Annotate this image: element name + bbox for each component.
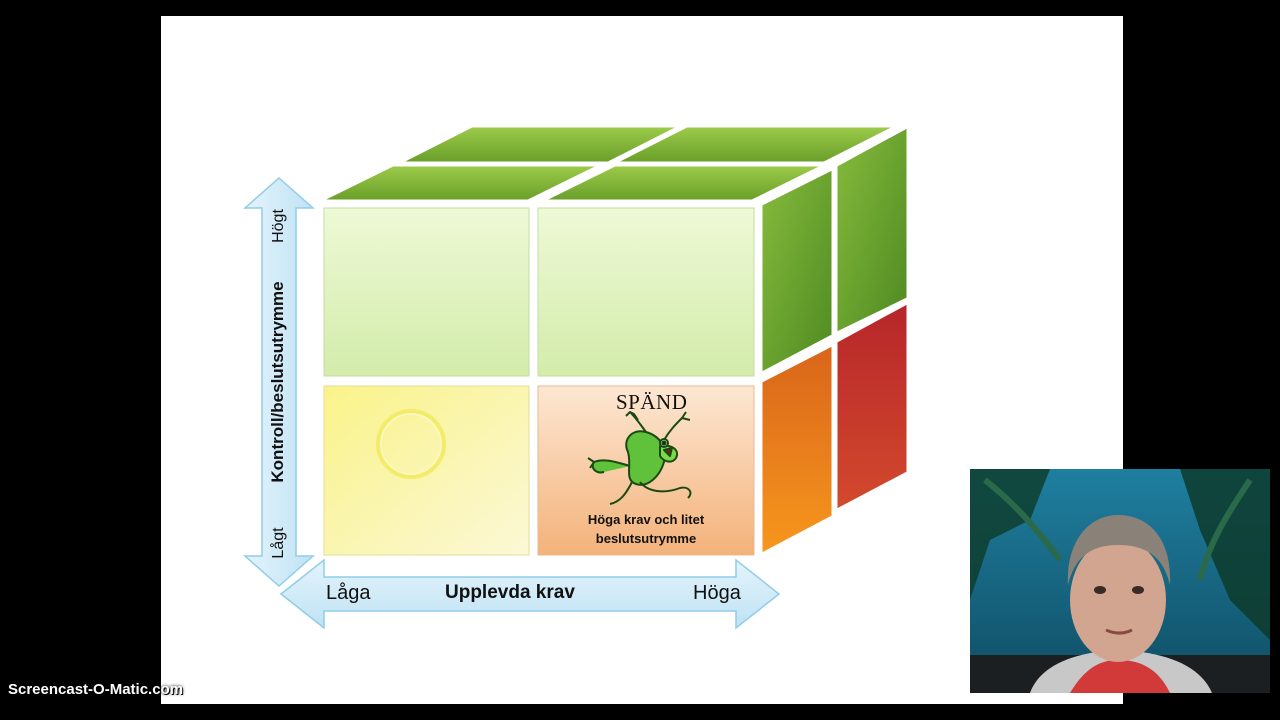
- x-axis-arrow: [279, 558, 781, 630]
- cube-side: [761, 127, 908, 554]
- quadrant-title: SPÄND: [616, 390, 688, 414]
- x-axis-title: Upplevda krav: [445, 582, 575, 603]
- y-axis-high-label: Högt: [270, 209, 287, 243]
- cube-top: [323, 126, 894, 201]
- x-axis-high-label: Höga: [693, 582, 741, 604]
- watermark: Screencast-O-Matic.com: [8, 681, 184, 698]
- webcam-overlay: [970, 469, 1270, 693]
- quadrant-high-control-low-demand: [323, 207, 530, 377]
- cube-front: [323, 207, 755, 556]
- y-axis-low-label: Lågt: [270, 527, 287, 559]
- y-axis-arrow: [243, 176, 315, 588]
- circle-marker-icon: [376, 409, 446, 479]
- quadrant-description: Höga krav och litet beslutsutrymme: [587, 512, 705, 546]
- frog-icon: [587, 411, 692, 505]
- y-axis-title: Kontroll/beslutsutrymme: [268, 281, 287, 483]
- quadrant-high-control-high-demand: [537, 207, 755, 377]
- x-axis-low-label: Låga: [326, 582, 371, 604]
